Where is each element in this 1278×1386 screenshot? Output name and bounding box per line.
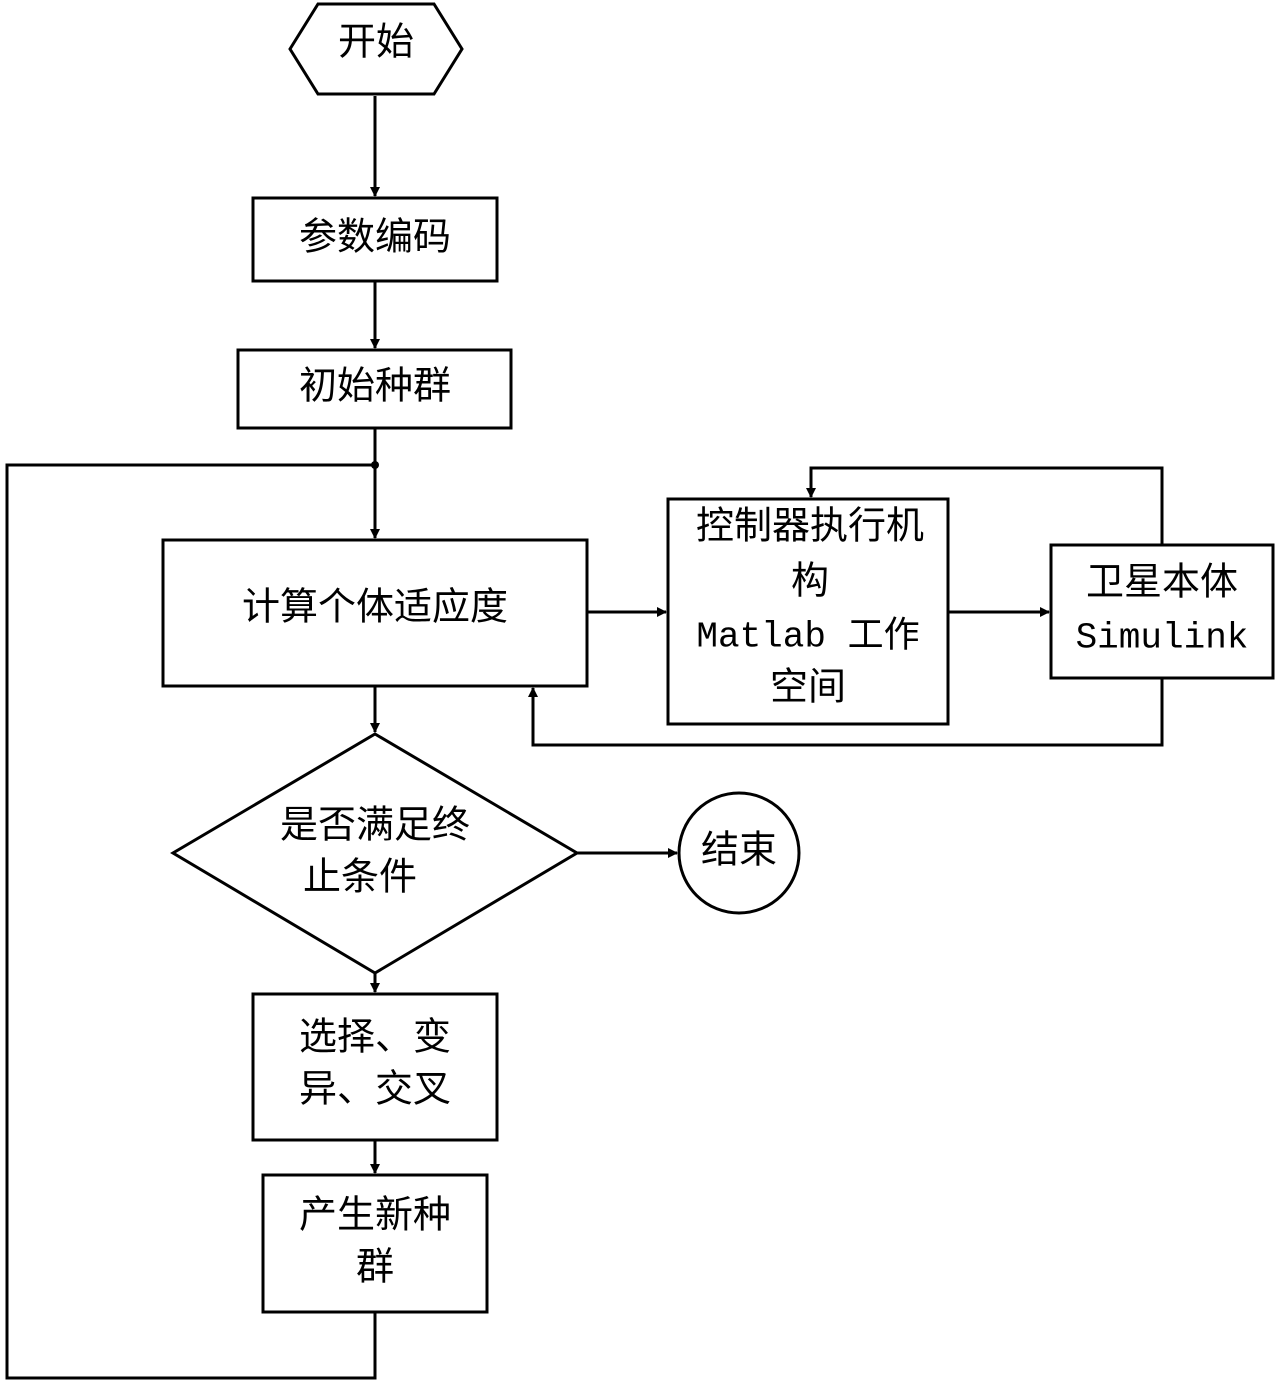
condition-node: 是否满足终 止条件	[170, 732, 580, 975]
genetic-ops-node: 选择、变 异、交叉	[251, 992, 499, 1142]
fitness-label: 计算个体适应度	[242, 585, 508, 629]
controller-line-1: 控制器执行机	[696, 504, 924, 548]
new-population-line-1: 产生新种	[299, 1193, 451, 1237]
init-population-node: 初始种群	[236, 348, 513, 430]
genetic-ops-line-2: 异、交叉	[299, 1067, 451, 1111]
loop-junction-dot	[371, 461, 379, 469]
start-label: 开始	[338, 20, 414, 64]
satellite-line-1: 卫星本体	[1086, 560, 1238, 604]
end-node: 结束	[677, 791, 801, 915]
edges	[5, 96, 1164, 1380]
edge-new-population-loop	[5, 463, 377, 1380]
new-population-line-2: 群	[356, 1245, 394, 1289]
edge-satellite-to-controller-feedback	[806, 466, 1164, 545]
controller-line-3: Matlab 工作	[696, 616, 919, 658]
condition-line-2: 止条件	[303, 855, 417, 899]
satellite-node: 卫星本体 Simulink	[1049, 543, 1275, 680]
controller-line-4: 空间	[770, 665, 846, 709]
init-population-label: 初始种群	[299, 364, 451, 408]
controller-line-2: 构	[791, 559, 829, 603]
encode-node: 参数编码	[251, 196, 499, 283]
controller-node: 控制器执行机 构 Matlab 工作 空间	[666, 497, 950, 726]
encode-label: 参数编码	[299, 215, 451, 259]
satellite-line-2: Simulink	[1076, 618, 1249, 659]
condition-line-1: 是否满足终	[280, 803, 470, 847]
genetic-ops-line-1: 选择、变	[299, 1015, 451, 1059]
new-population-node: 产生新种 群	[261, 1173, 489, 1314]
edge-satellite-to-fitness-feedback	[528, 678, 1164, 747]
start-node: 开始	[288, 2, 464, 96]
fitness-node: 计算个体适应度	[161, 538, 589, 688]
end-label: 结束	[701, 828, 777, 872]
